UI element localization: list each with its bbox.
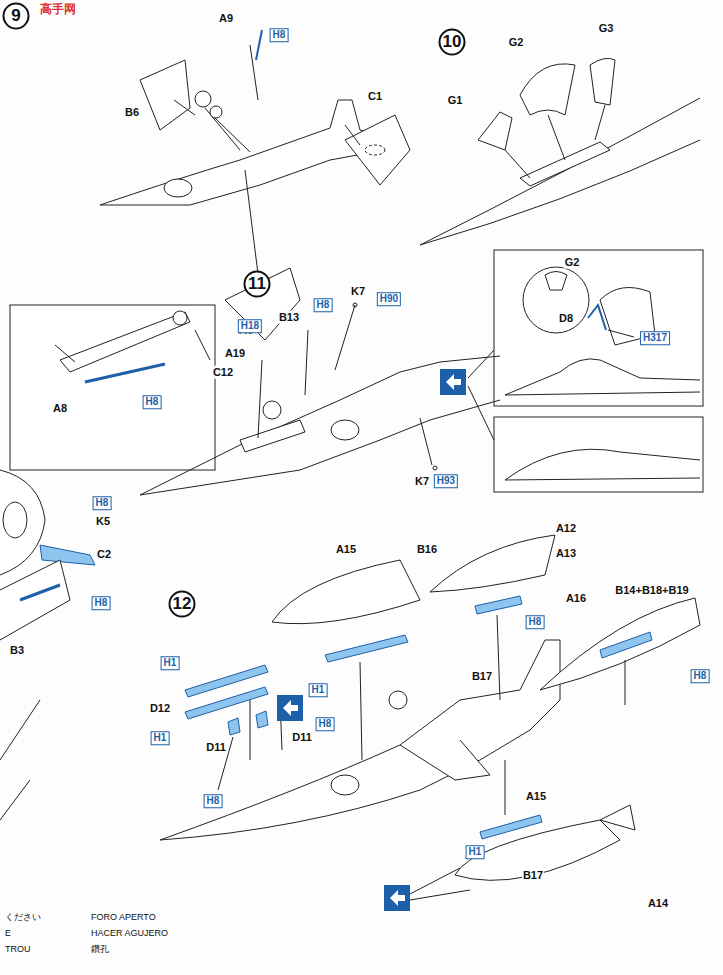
step-number: 10 [438,28,466,56]
part-number: G2 [508,36,525,49]
legend-note: FORO APERTO [90,912,157,922]
paint-code: H1 [161,656,180,670]
part-number: D12 [149,702,171,715]
part-number: C1 [367,90,383,103]
part-number: A9 [218,12,234,25]
paint-code: H8 [143,395,162,409]
part-number: D8 [558,312,574,325]
part-number: A16 [565,592,587,605]
part-number: K7 [350,285,366,298]
part-number: K5 [95,515,111,528]
part-number: G3 [598,22,615,35]
paint-code: H1 [151,731,170,745]
paint-code: H8 [92,596,111,610]
part-number: C12 [212,366,234,379]
paint-code: H8 [691,669,710,683]
part-number: A19 [224,347,246,360]
step-number: 11 [243,270,271,298]
paint-code: H90 [377,292,401,306]
paint-code: H8 [526,615,545,629]
watermark: 高手网 [39,3,77,17]
part-number: K7 [414,475,430,488]
paint-code: H1 [466,845,485,859]
part-number: A12 [555,522,577,535]
legend-note: 鑽孔 [90,944,110,954]
paint-code: H8 [204,794,223,808]
part-number: A8 [52,402,68,415]
part-number: G2 [564,256,581,269]
paint-code: H8 [314,298,333,312]
part-number: B17 [522,869,544,882]
part-number: D11 [205,741,227,754]
part-number: A14 [647,897,669,910]
part-number: B16 [416,543,438,556]
step-number: 9 [2,2,30,30]
part-number: C2 [96,548,112,561]
paint-code: H93 [434,474,458,488]
legend-note: TROU [4,944,32,954]
part-number: A15 [335,543,357,556]
step-number-text: 9 [2,2,30,30]
part-number: A15 [525,790,547,803]
part-number: B14+B18+B19 [614,584,689,597]
part-number: B3 [9,644,25,657]
part-number: B6 [124,106,140,119]
legend-note: E [4,928,12,938]
part-number: G1 [447,94,464,107]
step-number: 12 [168,590,196,618]
step-number-text: 10 [438,28,466,56]
legend-note: HACER AGUJERO [90,928,169,938]
paint-code: H1 [309,683,328,697]
part-number: B13 [278,311,300,324]
part-number: A13 [555,547,577,560]
paint-code: H317 [640,331,670,345]
part-number: B17 [471,670,493,683]
step-number-text: 11 [243,270,271,298]
step-number-text: 12 [168,590,196,618]
paint-code: H8 [93,496,112,510]
paint-code: H8 [270,28,289,42]
legend-note: ください [4,912,42,922]
paint-code: H18 [238,319,262,333]
paint-code: H8 [316,717,335,731]
part-number: D11 [291,731,313,744]
